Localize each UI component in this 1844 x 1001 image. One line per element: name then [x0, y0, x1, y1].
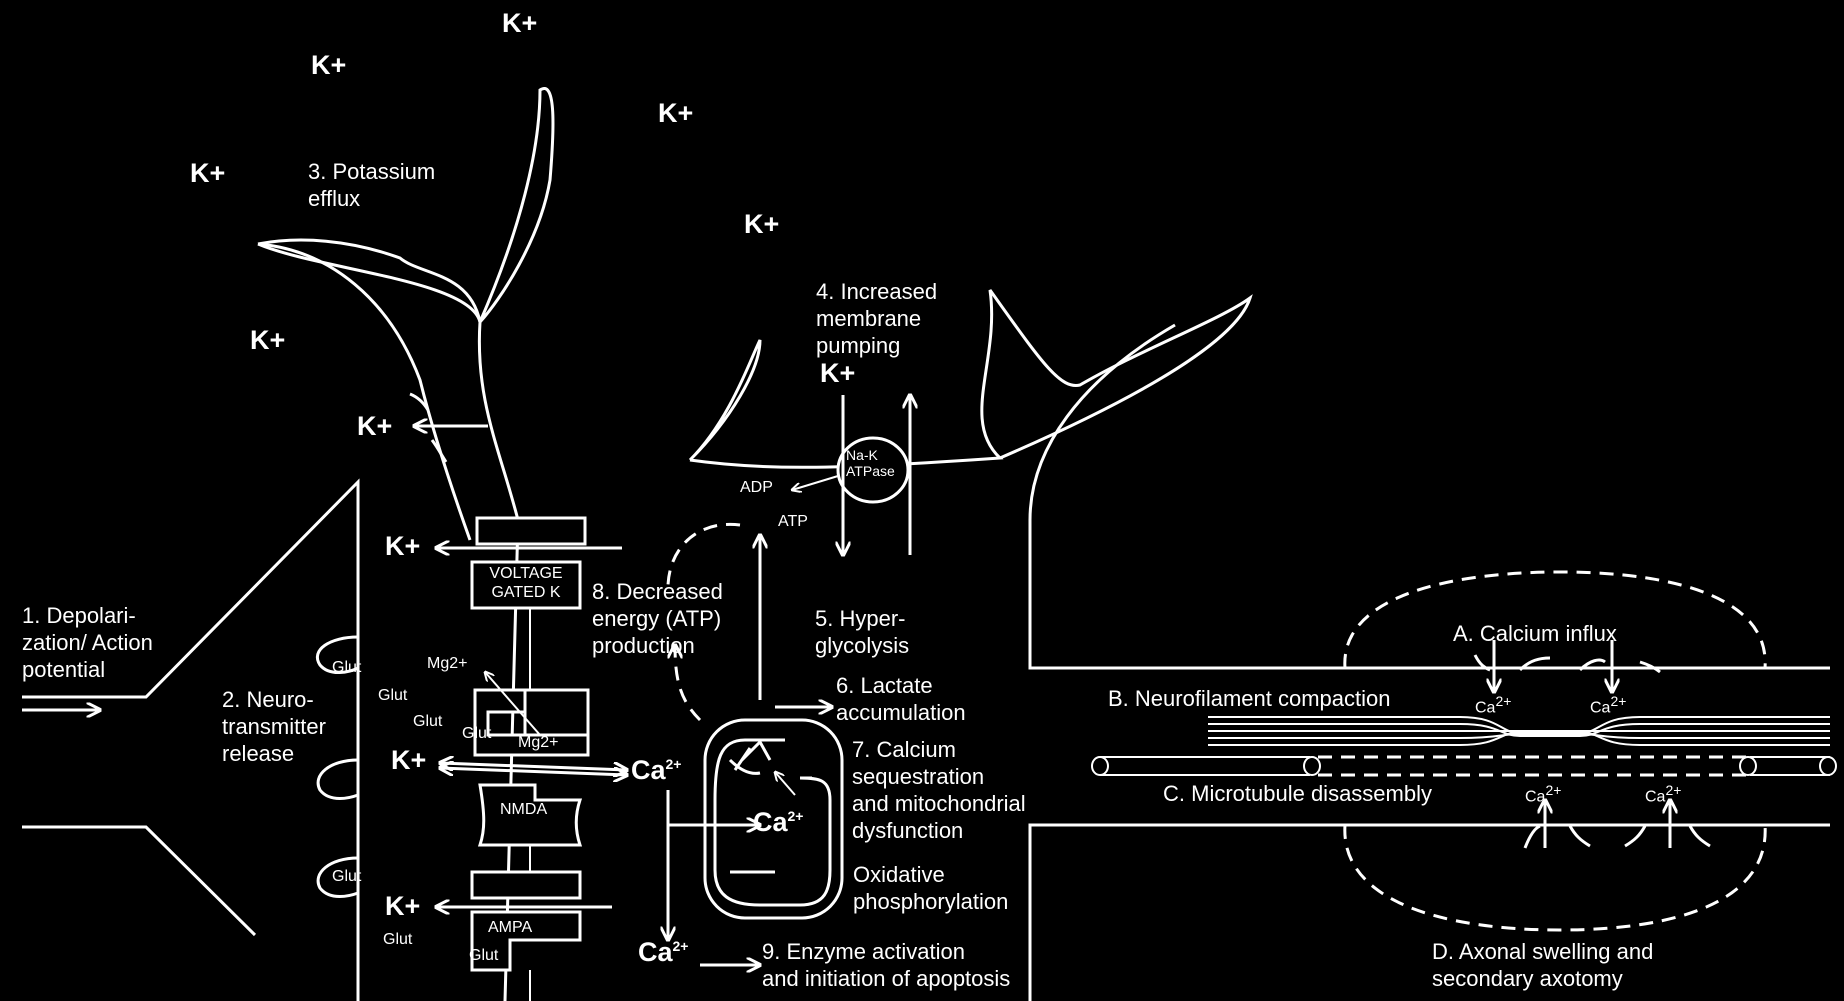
nmda-label: NMDA: [500, 800, 547, 819]
k-ion: K+: [391, 747, 426, 774]
neurofilaments: [1208, 717, 1830, 745]
step-9-label: 9. Enzyme activation and initiation of a…: [762, 938, 1010, 992]
step-1-label: 1. Depolari- zation/ Action potential: [22, 602, 153, 683]
axon-label-d: D. Axonal swelling and secondary axotomy: [1432, 938, 1653, 992]
calcium-ion: Ca2+: [1645, 782, 1681, 806]
calcium-ion: Ca2+: [631, 756, 681, 784]
glut-label: Glut: [413, 712, 442, 731]
glut-label: Glut: [332, 867, 361, 886]
voltage-gated-k-label: VOLTAGE GATED K: [474, 564, 578, 602]
step-3-label: 3. Potassium efflux: [308, 158, 435, 212]
axon-label-a: A. Calcium influx: [1453, 620, 1617, 647]
k-ion: K+: [357, 413, 392, 440]
glut-label: Glut: [383, 930, 412, 949]
step-5-label: 5. Hyper- glycolysis: [815, 605, 909, 659]
glut-label: Glut: [469, 946, 498, 965]
adp-label: ADP: [740, 478, 773, 497]
neuron-dendrite-mid: [690, 290, 1250, 467]
neuron-dendrite-left: [258, 244, 470, 540]
k-ion: K+: [250, 327, 285, 354]
glut-label: Glut: [332, 658, 361, 677]
axon-label-b: B. Neurofilament compaction: [1108, 685, 1390, 712]
step-7-label: 7. Calcium sequestration and mitochondri…: [852, 736, 1026, 844]
calcium-ion: Ca2+: [1475, 693, 1511, 717]
mg-ion-label: Mg2+: [427, 654, 467, 673]
voltage-gated-k-top: [477, 518, 585, 544]
axon-lower: [1030, 825, 1830, 1001]
oxidative-phosphorylation-label: Oxidative phosphorylation: [853, 861, 1008, 915]
calcium-ion: Ca2+: [1525, 782, 1561, 806]
k-ion: K+: [820, 360, 855, 387]
k-ion: K+: [502, 10, 537, 37]
step-2-label: 2. Neuro- transmitter release: [222, 686, 326, 767]
mg-ion-label: Mg2+: [518, 733, 558, 752]
calcium-ion: Ca2+: [638, 938, 688, 966]
neuron-body-right: [1030, 325, 1830, 668]
calcium-ion: Ca2+: [753, 808, 803, 836]
step-8-label: 8. Decreased energy (ATP) production: [592, 578, 723, 659]
step-6-label: 6. Lactate accumulation: [836, 672, 966, 726]
k-ion: K+: [744, 211, 779, 238]
ampa-receptor-top: [472, 872, 580, 898]
axon-label-c: C. Microtubule disassembly: [1163, 780, 1432, 807]
calcium-ion: Ca2+: [1590, 693, 1626, 717]
step-4-label: 4. Increased membrane pumping: [816, 278, 937, 359]
k-ion: K+: [385, 893, 420, 920]
glut-label: Glut: [462, 724, 491, 743]
glut-label: Glut: [378, 686, 407, 705]
k-ion: K+: [311, 52, 346, 79]
atp-label: ATP: [778, 512, 808, 531]
na-k-atpase-label: Na-K ATPase: [846, 447, 895, 479]
k-ion: K+: [658, 100, 693, 127]
k-ion: K+: [385, 533, 420, 560]
microtubule: [1092, 757, 1836, 775]
ampa-label: AMPA: [488, 918, 532, 937]
k-ion: K+: [190, 160, 225, 187]
